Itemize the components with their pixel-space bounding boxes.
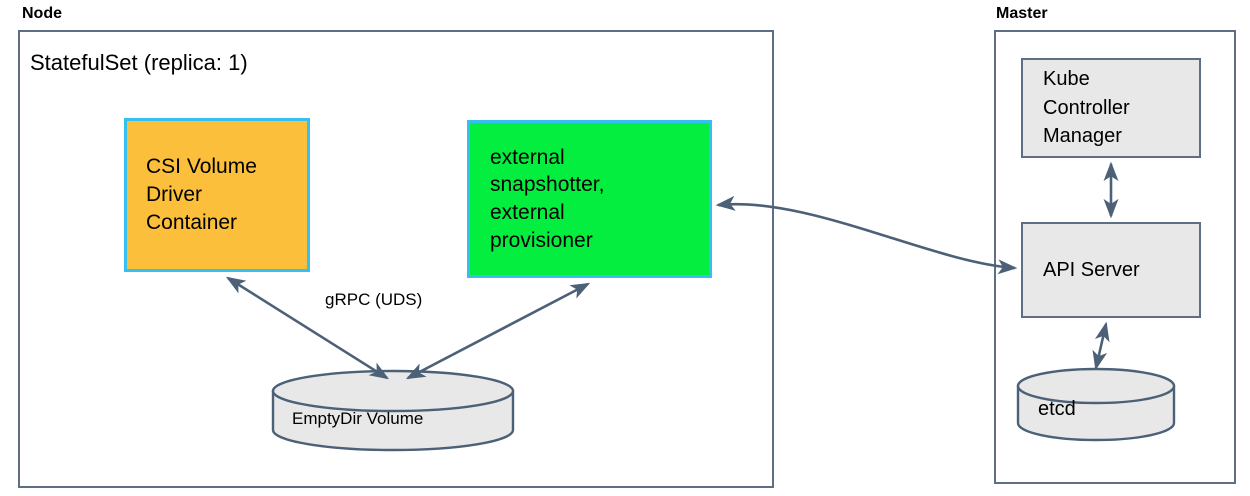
box-api-server-label: API Server xyxy=(1043,258,1140,281)
box-api-server[interactable]: API Server xyxy=(1021,222,1201,318)
box-kube-controller-manager[interactable]: Kube Controller Manager xyxy=(1021,58,1201,158)
group-label-master: Master xyxy=(996,5,1048,22)
cylinder-emptydir-volume-label: EmptyDir Volume xyxy=(292,409,424,428)
box-external-controllers[interactable]: external snapshotter, external provision… xyxy=(467,120,712,278)
box-csi-volume-driver-container[interactable]: CSI Volume Driver Container xyxy=(124,118,310,272)
box-csi-volume-driver-container-label: CSI Volume Driver Container xyxy=(146,155,257,234)
box-kube-controller-manager-label: Kube Controller Manager xyxy=(1043,68,1130,148)
cylinder-etcd-label: etcd xyxy=(1038,398,1076,420)
box-external-controllers-label: external snapshotter, external provision… xyxy=(490,145,605,252)
group-label-node: Node xyxy=(22,5,62,22)
statefulset-title: StatefulSet (replica: 1) xyxy=(30,50,248,75)
edge-label-grpc-uds: gRPC (UDS) xyxy=(322,290,426,310)
